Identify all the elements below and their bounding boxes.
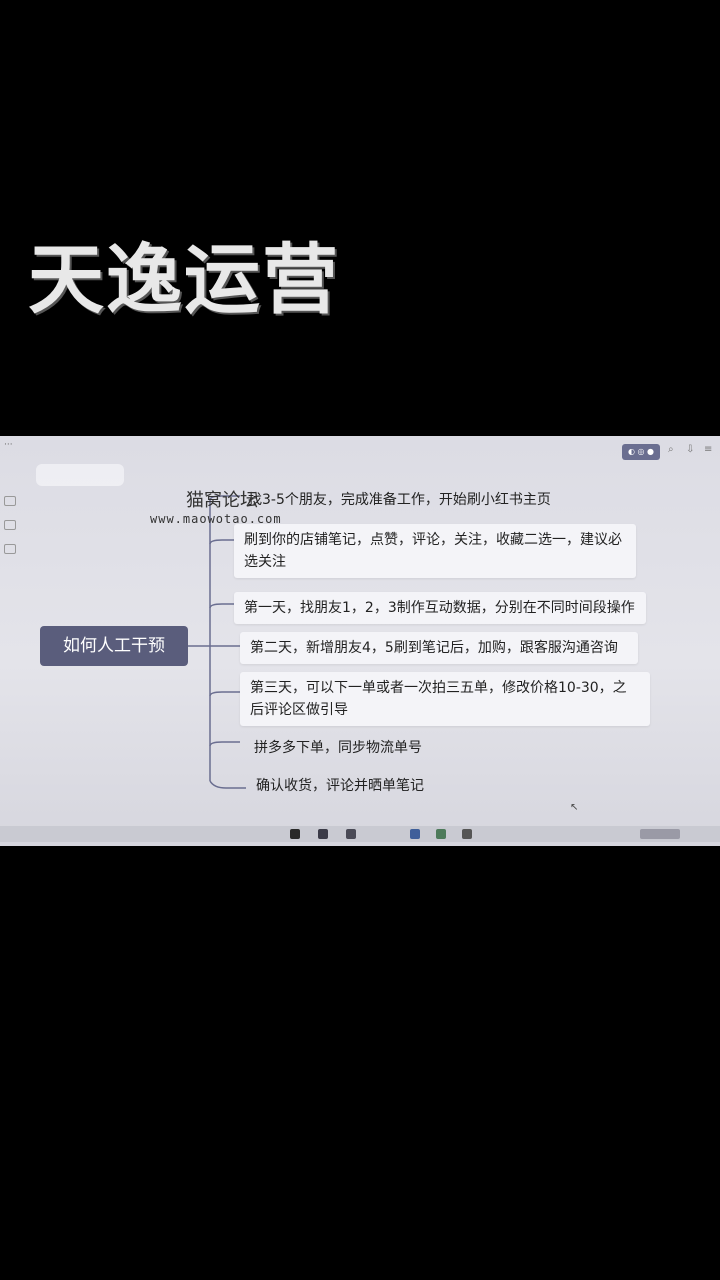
mindmap-branch-1[interactable]: 找3-5个朋友，完成准备工作，开始刷小红书主页 — [248, 492, 551, 508]
watermark-brand: 猫窝论坛 — [186, 490, 258, 511]
taskbar-app-icon-3[interactable] — [410, 829, 420, 839]
mindmap-branch-2[interactable]: 刷到你的店铺笔记，点赞，评论，关注，收藏二选一，建议必选关注 — [234, 524, 636, 578]
sidebar-icon-3[interactable] — [4, 544, 16, 554]
system-tray[interactable] — [640, 829, 680, 839]
sidebar-icon-1[interactable] — [4, 496, 16, 506]
search-icon[interactable]: ⌕ — [668, 444, 674, 455]
start-icon[interactable] — [290, 829, 300, 839]
mouse-cursor-icon: ↖ — [570, 802, 579, 813]
mindmap-branch-5[interactable]: 第三天，可以下一单或者一次拍三五单，修改价格10-30，之后评论区做引导 — [240, 672, 650, 726]
mindmap-branch-6[interactable]: 拼多多下单，同步物流单号 — [254, 740, 422, 756]
overlay-title: 天逸运营 — [28, 235, 340, 324]
mode-toggle-button[interactable]: ◐ ◎ ● — [622, 444, 660, 460]
mindmap-connectors — [188, 495, 246, 789]
taskbar-app-icon-4[interactable] — [436, 829, 446, 839]
taskbar — [0, 826, 720, 842]
taskbar-app-icon-1[interactable] — [318, 829, 328, 839]
window-title-blur: ··· — [4, 440, 13, 450]
mindmap-root-node[interactable]: 如何人工干预 — [40, 626, 188, 666]
taskbar-app-icon-5[interactable] — [462, 829, 472, 839]
mindmap-branch-3[interactable]: 第一天，找朋友1，2，3制作互动数据，分别在不同时间段操作 — [234, 592, 646, 624]
menu-icon[interactable]: ≡ — [704, 444, 713, 455]
download-icon[interactable]: ⇩ — [686, 444, 695, 455]
monitor-screen: ··· ◐ ◎ ● ⌕ ⇩ ≡ 找3-5个朋友，完成准备工作，开始刷小红书主页 … — [0, 436, 720, 846]
sidebar-icon-2[interactable] — [4, 520, 16, 530]
taskbar-app-icon-2[interactable] — [346, 829, 356, 839]
watermark-url: www.maowotao.com — [150, 512, 282, 526]
mindmap-branch-7[interactable]: 确认收货，评论并晒单笔记 — [256, 778, 424, 794]
mindmap-branch-4[interactable]: 第二天，新增朋友4，5刷到笔记后，加购，跟客服沟通咨询 — [240, 632, 638, 664]
app-logo — [36, 464, 124, 486]
